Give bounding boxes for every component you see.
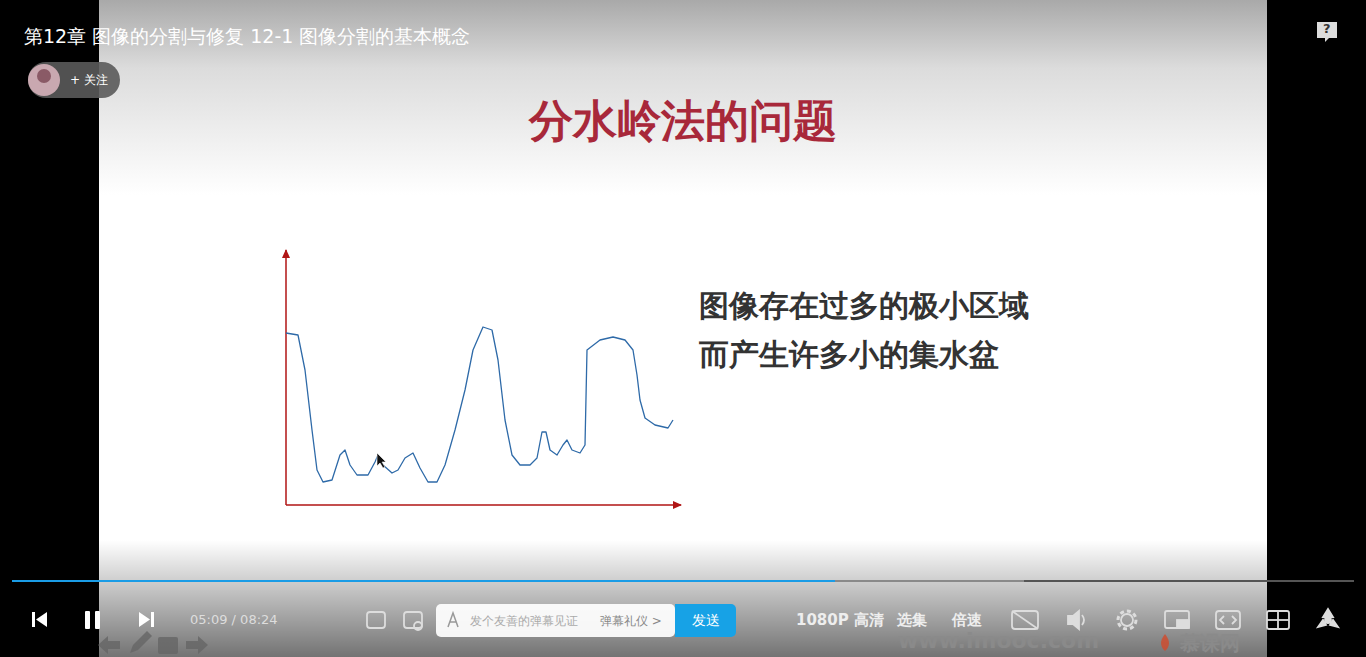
player-buttons	[32, 611, 154, 629]
slide-heading: 分水岭法的问题	[529, 92, 837, 151]
quality-button: 1080P 高清	[796, 611, 884, 630]
mouse-cursor	[377, 453, 386, 468]
avatar-face	[37, 69, 51, 83]
imooc-logo	[1161, 634, 1169, 651]
episodes-button: 选集	[897, 611, 927, 630]
right-icons	[1012, 609, 1338, 629]
x-axis	[286, 504, 681, 506]
watermark-brand: 慕课网	[1180, 630, 1240, 657]
danmaku-icons	[367, 612, 422, 630]
follow-button: + 关注	[70, 72, 108, 89]
time-display: 05:09 / 08:24	[190, 612, 278, 627]
send-button: 发送	[675, 604, 736, 637]
y-axis	[285, 250, 287, 505]
follow-pill	[28, 62, 120, 98]
annotation-tools	[98, 631, 208, 654]
avatar	[28, 64, 60, 96]
video-title: 第12章 图像的分割与修复 12-1 图像分割的基本概念	[24, 24, 470, 50]
help-icon	[1317, 22, 1337, 42]
input-placeholder: 发个友善的弹幕见证	[470, 613, 578, 630]
font-icon	[448, 613, 458, 627]
slide-text: 图像存在过多的极小区域	[699, 286, 1029, 327]
slide-text: 而产生许多小的集水盆	[699, 335, 999, 376]
danmaku-input	[436, 604, 675, 637]
danmaku-rules: 弹幕礼仪 >	[600, 613, 662, 630]
progress-played	[12, 580, 835, 582]
progress-buffer	[12, 580, 1024, 582]
watermark: www.imooc.com	[898, 628, 1099, 653]
control-shade	[0, 540, 1366, 657]
speed-button: 倍速	[952, 611, 982, 630]
button-label: 发送	[692, 612, 720, 630]
help-mark: ?	[1323, 21, 1331, 36]
progress-track	[12, 580, 1354, 582]
intensity-curve	[286, 327, 673, 482]
